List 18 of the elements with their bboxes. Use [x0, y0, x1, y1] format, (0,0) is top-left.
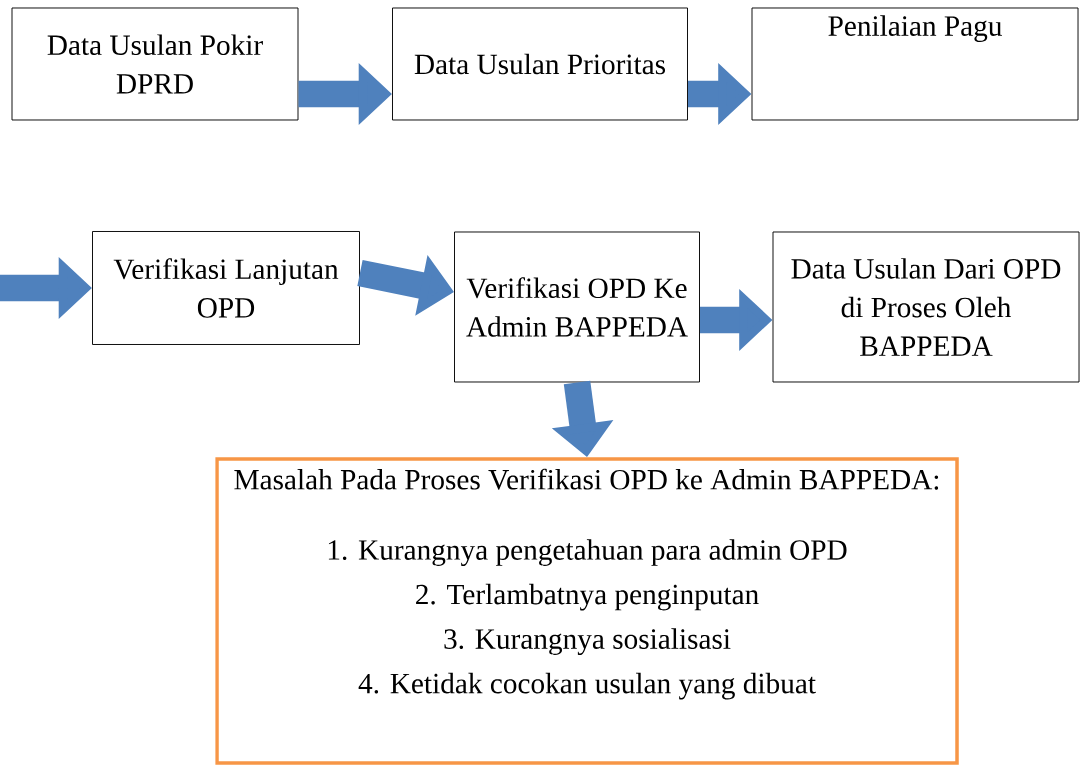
list-item: 4. Ketidak cocokan usulan yang dibuat	[358, 672, 816, 700]
process-box	[751, 7, 1079, 121]
process-box	[772, 231, 1080, 383]
list-item: 1. Kurangnya pengetahuan para admin OPD	[328, 539, 847, 566]
process-box	[454, 231, 700, 383]
process-box	[11, 7, 299, 121]
box-text: Verifikasi Lanjutan OPD	[113, 258, 339, 318]
process-box	[92, 231, 360, 345]
heading: Masalah Pada Proses Verifikasi OPD ke Admin BAPPEDA:	[234, 468, 939, 490]
list-item: 3. Kurangnya sosialisasi	[444, 628, 731, 655]
box-text: Penilaian Pagu	[828, 15, 1002, 42]
box-text: Verifikasi OPD Ke Admin BAPPEDA	[466, 277, 688, 337]
box-text: Data Usulan Pokir DPRD	[47, 34, 263, 94]
process-box	[392, 7, 688, 121]
box-text: Data Usulan Dari OPD di Proses Oleh BAPPEDA	[791, 258, 1061, 356]
box-text: Data Usulan Prioritas	[414, 53, 666, 75]
problem-box	[215, 457, 959, 765]
list-item: 2. Terlambatnya penginputan	[416, 583, 759, 611]
